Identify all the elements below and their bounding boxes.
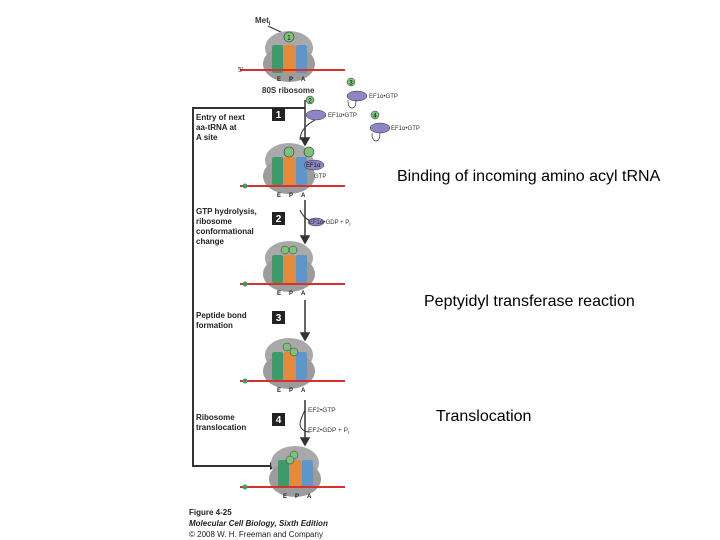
ribosome-4 [240,338,345,389]
ef2-gdp-label: EF2•GDP + Pi [308,427,349,436]
five-prime-label: 5' [238,67,243,74]
ribosome-5 [240,446,345,497]
svg-text:A: A [301,77,306,83]
translocation-annotation: Translocation [436,408,532,425]
ribosome-3 [240,241,345,292]
peptidyl-transferase-annotation: Peptyidyl transferase reaction [424,293,635,310]
entry-curved-arrow [299,119,316,141]
step-4-text: Ribosome translocation [196,413,246,432]
site-labels-4: E P A [277,388,306,394]
svg-text:EF1α•GTP: EF1α•GTP [369,94,398,100]
ef1a-gdp-label: EF1α•GDP + Pi [309,220,350,228]
step-2-box [272,212,285,225]
copyright: © 2008 W. H. Freeman and Company [189,530,323,539]
svg-text:4: 4 [276,415,282,426]
ribosome-1: 1 5' [238,31,345,82]
svg-text:E: E [277,388,281,394]
book-title: Molecular Cell Biology, Sixth Edition [189,519,328,528]
ribosome-label: 80S ribosome [262,86,315,95]
svg-text:2: 2 [308,99,312,105]
ef2-arrows [299,409,311,433]
step-1-box [272,108,285,121]
cycle-loop-line [192,107,305,467]
svg-text:1: 1 [276,110,282,121]
svg-text:EF1α: EF1α [306,163,321,169]
svg-text:P: P [289,388,293,394]
svg-text:P: P [289,77,293,83]
site-labels-2: E P A [277,193,306,199]
site-labels-1: E P A [277,77,306,83]
binding-annotation: Binding of incoming amino acyl tRNA [397,168,661,185]
ef1a-gdp-factor [307,217,325,227]
svg-text:E: E [277,291,281,297]
ef2-gtp-label: EF2•GTP [308,407,336,414]
svg-text:1: 1 [287,35,291,42]
svg-text:P: P [289,291,293,297]
svg-text:A: A [301,291,306,297]
svg-text:E: E [277,77,281,83]
svg-text:A: A [301,388,306,394]
svg-text:P: P [295,494,299,500]
ef1a-gtp-factor-2: 2 EF1α•GTP [305,95,357,121]
svg-text:2: 2 [276,214,282,225]
svg-text:3: 3 [349,81,353,87]
svg-text:P: P [289,193,293,199]
svg-text:A: A [307,494,312,500]
svg-text:3: 3 [276,313,282,324]
ribosome-2: EF1α GTP [240,143,345,194]
process-arrows [299,100,311,447]
ef1a-gtp-factor-4: 4 EF1α•GTP [369,110,420,142]
figure-number: Figure 4-25 [189,508,232,517]
step-4-box [272,413,285,426]
svg-text:A: A [301,193,306,199]
step-2-text: GTP hydrolysis, ribosome conformational … [196,207,259,246]
ef1a-gtp-factor-3: 3 EF1α•GTP [346,77,398,109]
svg-text:EF1α•GTP: EF1α•GTP [328,113,357,119]
site-labels-3: E P A [277,291,306,297]
step-3-box [272,311,285,324]
step-3-text: Peptide bond formation [196,311,249,330]
svg-text:EF1α•GTP: EF1α•GTP [391,126,420,132]
svg-text:4: 4 [373,114,377,120]
site-labels-5: E P A [283,494,312,500]
svg-text:GTP: GTP [314,174,326,180]
step-1-text: Entry of next aa-tRNA at A site [196,113,247,142]
svg-text:E: E [283,494,287,500]
svg-text:E: E [277,193,281,199]
met-label: Meti [255,16,271,27]
